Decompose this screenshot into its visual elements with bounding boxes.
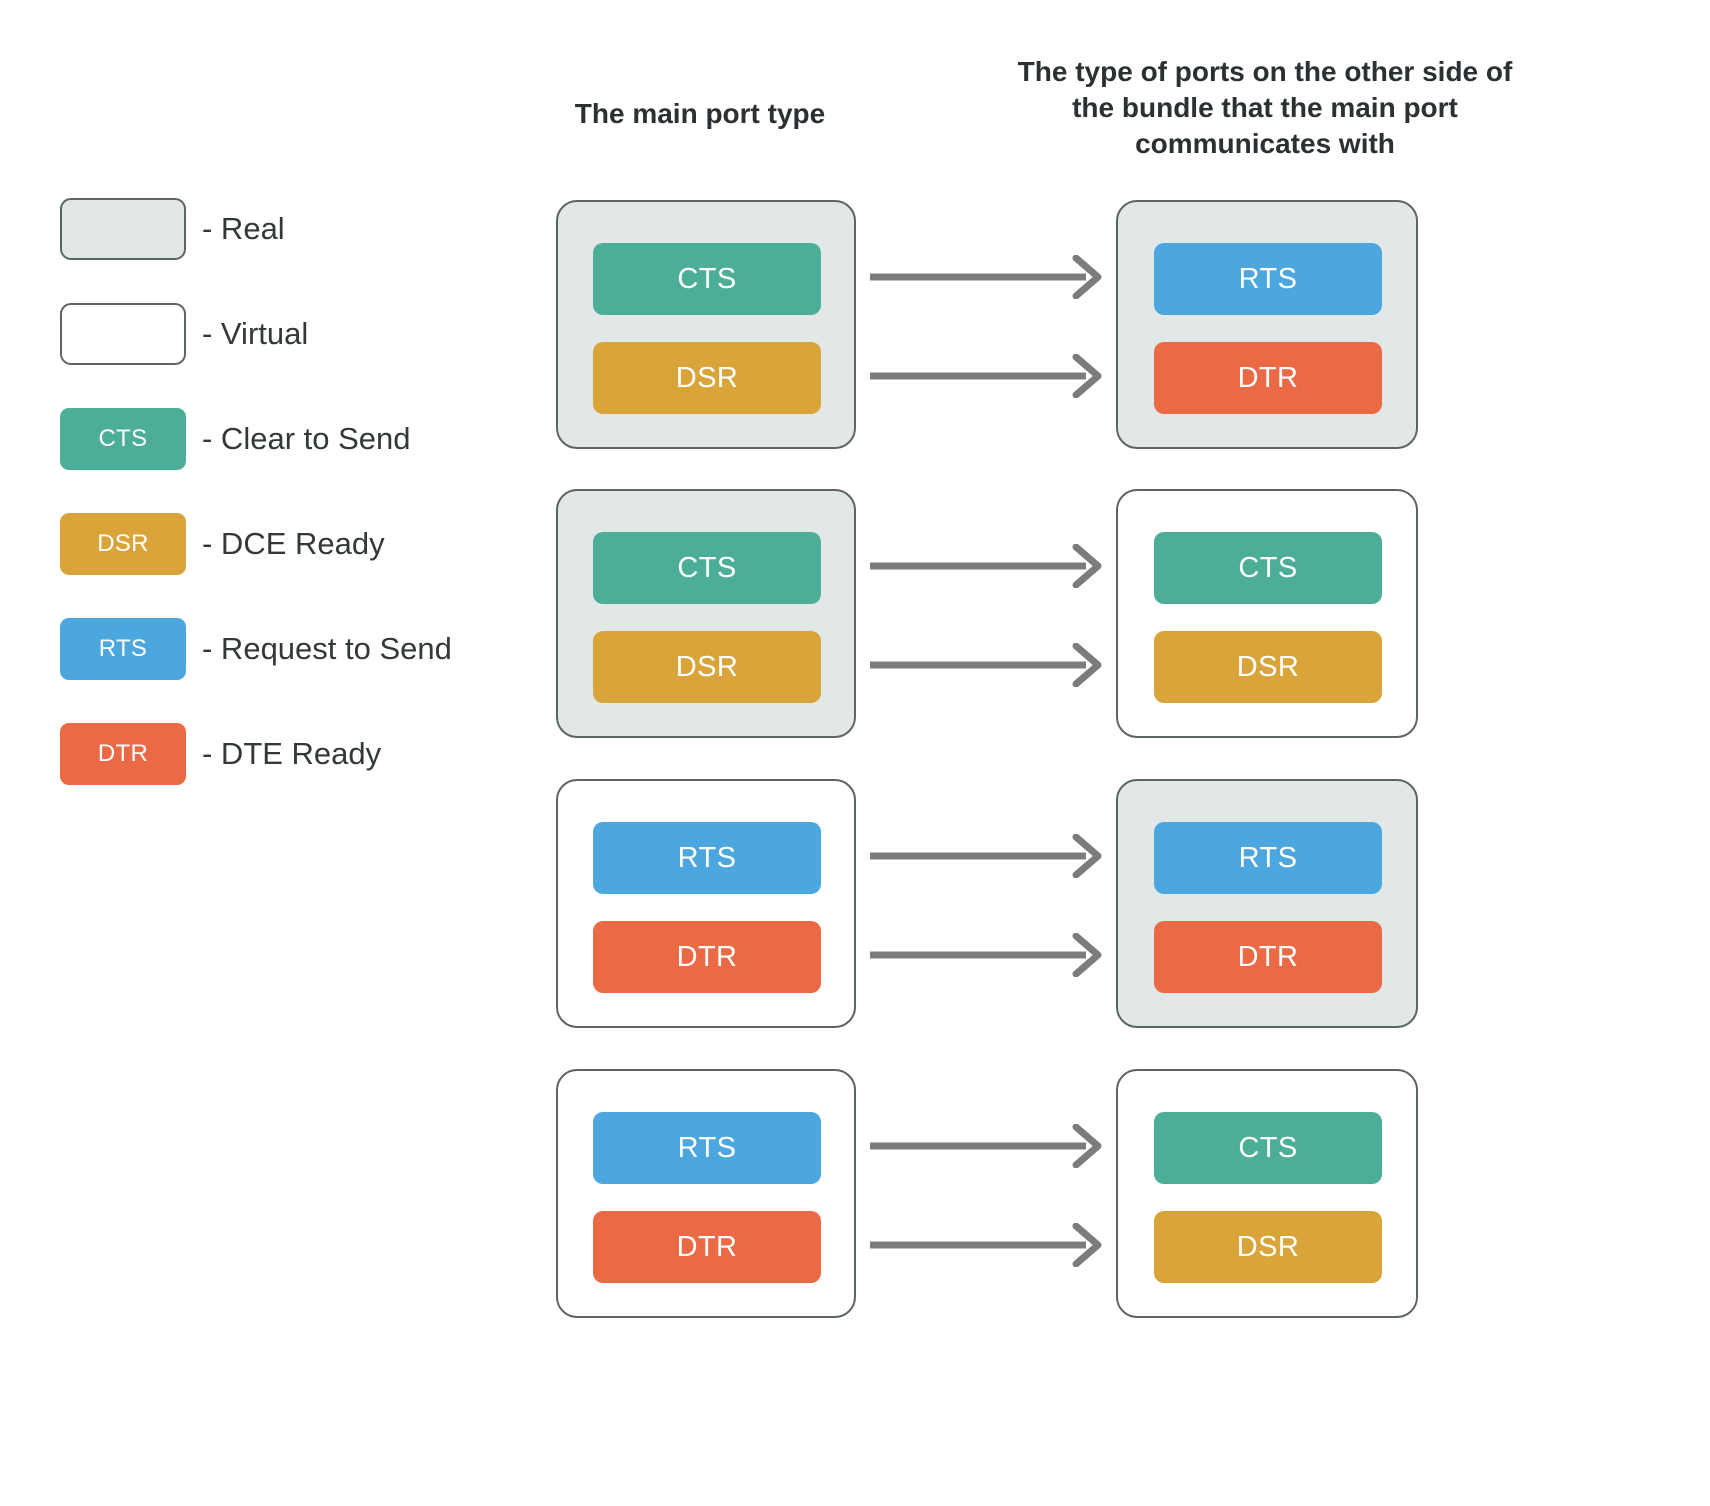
signal-chip-dtr: DTR [1154, 342, 1382, 414]
signal-chip-dsr: DSR [1154, 631, 1382, 703]
legend-item: RTS - Request to Send [60, 618, 520, 680]
connection-arrow [868, 354, 1108, 398]
signal-chip-label: DSR [675, 650, 739, 683]
legend-item-label: - DTE Ready [202, 736, 382, 771]
connection-arrow [868, 1124, 1108, 1168]
diagram-row: CTS DSR RTS DTR [0, 200, 1710, 449]
signal-chip-label: DSR [1236, 1230, 1300, 1263]
port-bundle-right-virtual: CTS DSR [1116, 1069, 1418, 1318]
connection-arrow [868, 255, 1108, 299]
diagram-row: RTS DTR CTS DSR [0, 1069, 1710, 1318]
port-bundle-left-real: CTS DSR [556, 489, 856, 738]
legend-item-label: - Clear to Send [202, 421, 411, 456]
legend-item: DSR - DCE Ready [60, 513, 520, 575]
signal-chip-dsr: DSR [1154, 1211, 1382, 1283]
signal-chip-dtr: DTR [1154, 921, 1382, 993]
signal-chip-cts: CTS [1154, 1112, 1382, 1184]
port-bundle-right-real: RTS DTR [1116, 200, 1418, 449]
signal-chip-rts: RTS [1154, 243, 1382, 315]
legend-swatch-virtual [60, 303, 186, 365]
signal-chip-label: RTS [677, 1131, 737, 1164]
port-bundle-right-virtual: CTS DSR [1116, 489, 1418, 738]
signal-chip-label: DTR [1237, 361, 1299, 394]
legend-swatch-real [60, 198, 186, 260]
signal-chip-label: DTR [676, 940, 738, 973]
legend-swatch-label: DTR [97, 740, 149, 767]
legend-swatch-rts: RTS [60, 618, 186, 680]
signal-chip-label: DTR [1237, 940, 1299, 973]
signal-chip-label: DSR [1236, 650, 1300, 683]
signal-chip-rts: RTS [1154, 822, 1382, 894]
legend-item-label: - Request to Send [202, 631, 452, 666]
signal-chip-label: CTS [677, 262, 737, 295]
column-heading-main-port: The main port type [574, 98, 826, 129]
legend-item-label: - Real [202, 211, 285, 246]
legend-swatch-label: DSR [97, 530, 149, 557]
diagram-row: CTS DSR CTS DSR [0, 489, 1710, 738]
connection-arrow [868, 834, 1108, 878]
port-bundle-right-real: RTS DTR [1116, 779, 1418, 1028]
legend-item-label: - Virtual [202, 316, 309, 351]
signal-chip-label: RTS [677, 841, 737, 874]
signal-chip-dtr: DTR [593, 921, 821, 993]
signal-chip-rts: RTS [593, 822, 821, 894]
legend-swatch-dtr: DTR [60, 723, 186, 785]
connection-arrow [868, 544, 1108, 588]
signal-chip-label: CTS [1238, 551, 1298, 584]
signal-chip-label: CTS [677, 551, 737, 584]
legend-item: - Real [60, 198, 520, 260]
legend-swatch-dsr: DSR [60, 513, 186, 575]
legend-item: - Virtual [60, 303, 520, 365]
connection-arrow [868, 933, 1108, 977]
signal-chip-label: CTS [1238, 1131, 1298, 1164]
legend-item: CTS - Clear to Send [60, 408, 520, 470]
connection-arrow [868, 1223, 1108, 1267]
legend-item-label: - DCE Ready [202, 526, 385, 561]
signal-chip-rts: RTS [593, 1112, 821, 1184]
legend-swatch-cts: CTS [60, 408, 186, 470]
port-bundle-left-virtual: RTS DTR [556, 779, 856, 1028]
signal-chip-cts: CTS [593, 243, 821, 315]
signal-chip-cts: CTS [593, 532, 821, 604]
signal-chip-cts: CTS [1154, 532, 1382, 604]
signal-chip-dsr: DSR [593, 342, 821, 414]
diagram-row: RTS DTR RTS DTR [0, 779, 1710, 1028]
legend-item: DTR - DTE Ready [60, 723, 520, 785]
column-heading-other-side-ports: The type of ports on the other side of t… [1017, 56, 1513, 159]
signal-chip-dtr: DTR [593, 1211, 821, 1283]
legend-swatch-label: CTS [98, 425, 148, 452]
port-bundle-left-virtual: RTS DTR [556, 1069, 856, 1318]
signal-chip-label: DSR [675, 361, 739, 394]
signal-chip-dsr: DSR [593, 631, 821, 703]
signal-chip-label: RTS [1238, 841, 1298, 874]
legend-swatch-label: RTS [98, 635, 148, 662]
port-bundle-left-real: CTS DSR [556, 200, 856, 449]
signal-chip-label: DTR [676, 1230, 738, 1263]
connection-arrow [868, 643, 1108, 687]
signal-chip-label: RTS [1238, 262, 1298, 295]
